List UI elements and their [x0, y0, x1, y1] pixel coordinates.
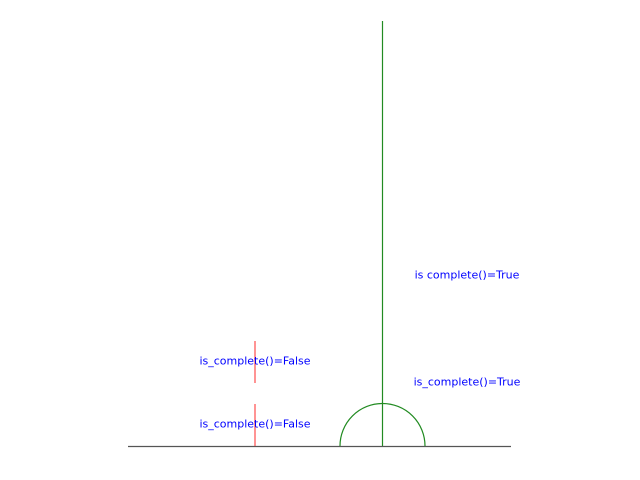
- status-label-upper-left: is_complete()=False: [199, 354, 311, 368]
- status-label-lower-right: is_complete()=True: [413, 375, 521, 389]
- status-label-lower-left: is_complete()=False: [199, 417, 311, 431]
- status-label-upper-right: is complete()=True: [414, 268, 520, 282]
